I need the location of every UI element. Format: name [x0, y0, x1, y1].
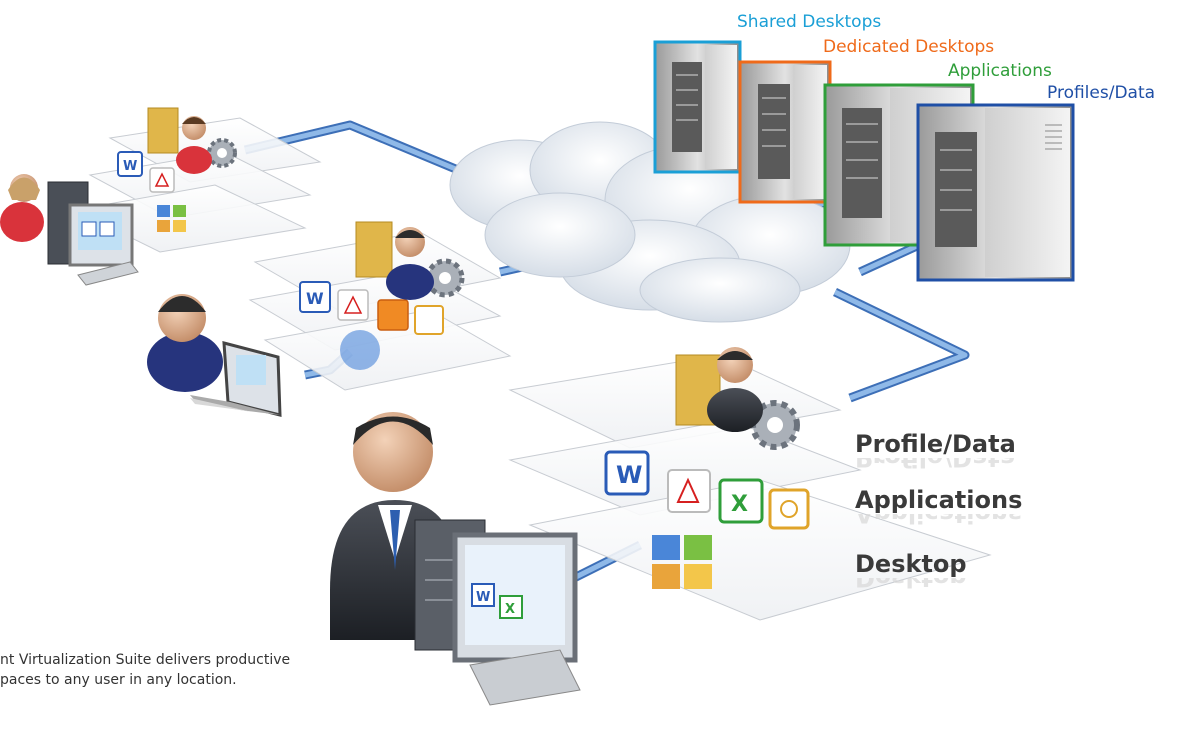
user-businessman-desktop: W X [330, 412, 581, 706]
svg-text:W: W [476, 590, 490, 605]
word-icon-top: W [117, 151, 143, 177]
svg-text:W: W [306, 289, 324, 308]
windows-logo-main [652, 535, 712, 589]
layer-reflection-profile-data: Profile/Data [855, 458, 1016, 472]
folder-icon-top [147, 107, 179, 154]
user-woman-desktop [0, 174, 139, 286]
gear-icon-mid [425, 258, 465, 298]
network-cloud [449, 121, 851, 323]
pdf-icon-main [667, 469, 711, 513]
excel-icon-main: X [718, 478, 764, 524]
svg-text:X: X [505, 602, 515, 617]
user-man-laptop [147, 294, 282, 417]
layer-label-profile-data: Profile/Data [855, 430, 1016, 458]
server-dedicated-desktops [738, 60, 832, 204]
layer-label-desktop: Desktop [855, 550, 967, 578]
svg-text:X: X [731, 492, 748, 517]
layer-label-applications: Applications [855, 486, 1023, 514]
layer-reflection-desktop: Desktop [855, 578, 967, 592]
user-avatar-mid-plane [386, 227, 434, 300]
user-avatar-main-plane [707, 347, 763, 432]
windows-logo-mid [340, 330, 380, 370]
windows-logo-top [157, 205, 186, 232]
word-icon-main: W [604, 450, 650, 496]
label-dedicated-desktops: Dedicated Desktops [823, 37, 995, 57]
svg-text:W: W [123, 159, 137, 174]
pdf-icon-mid [337, 289, 369, 321]
office-icon-main [768, 488, 810, 530]
label-shared-desktops: Shared Desktops [737, 12, 882, 32]
office-icon-mid [414, 305, 444, 335]
label-profiles-data: Profiles/Data [1047, 83, 1156, 103]
caption-line-2: paces to any user in any location. [0, 672, 237, 688]
caption-line-1: nt Virtualization Suite delivers product… [0, 652, 291, 668]
label-applications: Applications [948, 61, 1052, 81]
gear-icon-top [207, 138, 237, 168]
server-shared-desktops [653, 40, 742, 174]
layer-reflection-applications: Applications [855, 514, 1023, 528]
user-avatar-top-plane [176, 116, 212, 174]
powerpoint-icon-mid [377, 299, 409, 331]
folder-icon-mid [355, 221, 393, 278]
pdf-icon-top [149, 167, 175, 193]
caption: nt Virtualization Suite delivers product… [0, 650, 290, 690]
server-profiles-data [916, 103, 1075, 282]
word-icon-mid: W [299, 281, 331, 313]
svg-text:W: W [616, 461, 642, 489]
